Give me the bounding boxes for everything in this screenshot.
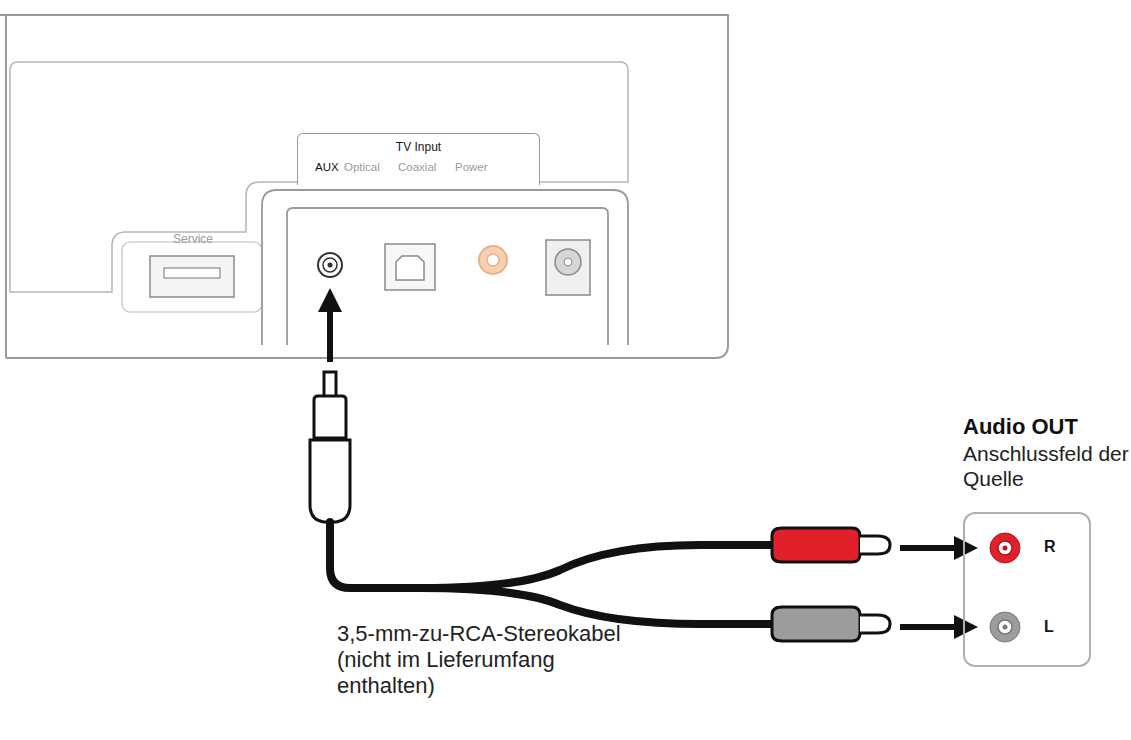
panel-heading: Audio OUT — [963, 414, 1078, 440]
optical-socket — [396, 256, 424, 280]
usb-port — [150, 256, 234, 297]
insert-arrow-red — [900, 545, 966, 551]
cable-white — [420, 588, 772, 624]
port-label: Coaxial — [398, 161, 436, 173]
insert-arrow-white — [900, 624, 966, 630]
aux-jack-hole — [328, 263, 333, 268]
rca-jack-red-center — [998, 541, 1012, 555]
port-label: Service — [173, 232, 213, 246]
aux-jack-ring — [323, 258, 337, 272]
rca-jack-white — [990, 612, 1020, 642]
usb-slot — [164, 268, 220, 278]
port-label: AUX — [315, 161, 339, 173]
plug-grip — [310, 440, 350, 522]
device-housing-edge — [5, 15, 7, 358]
input-tab: TV Input — [297, 133, 540, 185]
rca-jack-white-center — [998, 620, 1012, 634]
optical-port — [385, 244, 435, 290]
device-housing — [0, 15, 728, 358]
power-pin — [564, 258, 572, 266]
rca-tip-white — [860, 615, 890, 633]
aux-jack — [318, 253, 342, 277]
power-socket — [555, 249, 581, 275]
rca-tip-red — [860, 536, 890, 554]
cable-label: 3,5-mm-zu-RCA-Stereokabel (nicht im Lief… — [337, 621, 622, 699]
coaxial-jack-center — [487, 254, 499, 266]
coaxial-jack — [479, 246, 507, 274]
plug-tip — [324, 372, 336, 398]
service-bay — [122, 242, 262, 312]
tab-title: TV Input — [298, 140, 539, 154]
power-port — [546, 240, 590, 295]
plug-body — [314, 396, 346, 438]
port-label: Power — [455, 161, 488, 173]
source-panel: Audio OUTAnschlussfeld der Quelle — [963, 512, 1091, 667]
rca-jack-red — [990, 533, 1020, 563]
rca-jack-red-hole — [1003, 546, 1008, 551]
port-panel — [262, 190, 628, 345]
rca-plug-red — [772, 528, 860, 562]
channel-label: L — [1044, 618, 1054, 636]
port-panel-inner — [287, 208, 608, 345]
insert-arrow — [327, 300, 333, 362]
panel-subheading: Anschlussfeld der Quelle — [963, 441, 1131, 491]
channel-label: R — [1044, 538, 1056, 556]
rca-jack-white-hole — [1003, 625, 1008, 630]
rear-recess — [10, 62, 628, 292]
rca-plug-white — [772, 607, 860, 641]
port-label: Optical — [344, 161, 380, 173]
cable-red — [330, 522, 772, 588]
